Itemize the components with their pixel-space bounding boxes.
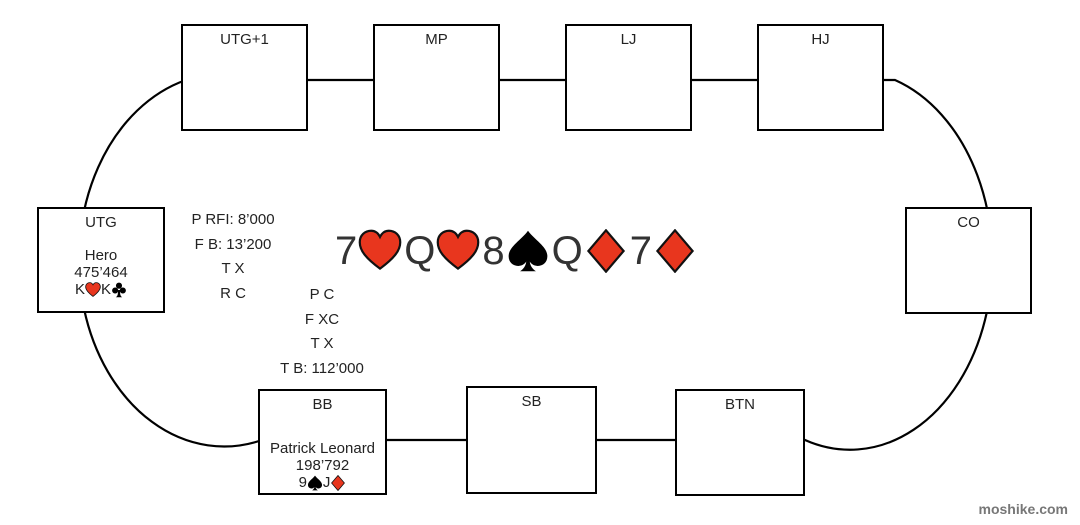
- board-card: 7: [630, 229, 697, 274]
- community-board: 7 Q 8 Q 7: [335, 226, 699, 276]
- seat-position-label: CO: [957, 214, 980, 231]
- card-rank: K: [101, 281, 112, 298]
- action-line: P RFI: 8’000: [191, 211, 275, 228]
- card-rank: J: [322, 474, 331, 491]
- card-rank: 8: [482, 228, 505, 273]
- action-line: T X: [310, 335, 334, 352]
- seat-position-label: SB: [521, 393, 542, 410]
- board-card: Q: [404, 229, 480, 274]
- heart-suit-icon: [358, 229, 402, 270]
- seat-mp: MP: [373, 24, 500, 131]
- seat-position-label: BTN: [725, 396, 755, 413]
- heart-suit-icon: [85, 281, 101, 297]
- player-name: Hero: [84, 247, 118, 264]
- seat-position-label: BB: [312, 396, 333, 413]
- club-suit-icon: [112, 282, 126, 297]
- seat-position-label: LJ: [620, 31, 637, 48]
- seat-sb: SB: [466, 386, 597, 494]
- board-card: Q: [552, 229, 628, 274]
- player-stack: 475’464: [74, 264, 128, 281]
- player-stack: 198’792: [295, 457, 350, 474]
- seat-position-label: UTG: [85, 214, 117, 231]
- seat-lj: LJ: [565, 24, 692, 131]
- card-rank: 7: [629, 228, 652, 273]
- seat-btn: BTN: [675, 389, 805, 496]
- hole-card: 9: [299, 474, 323, 491]
- diamond-suit-icon: [586, 229, 625, 273]
- hole-card: K: [101, 281, 127, 298]
- card-rank: Q: [551, 228, 583, 273]
- diamond-suit-icon: [331, 474, 346, 491]
- card-rank: K: [74, 281, 85, 298]
- player-name: Patrick Leonard: [269, 440, 376, 457]
- card-rank: Q: [404, 228, 436, 273]
- action-line: T X: [221, 260, 245, 277]
- seat-position-label: MP: [425, 31, 448, 48]
- seat-position-label: HJ: [811, 31, 830, 48]
- action-line: R C: [220, 284, 246, 302]
- villain-action-log: P C F XC T X T B: 112’000: [268, 283, 376, 381]
- action-line: P C: [309, 286, 335, 303]
- hero-action-log: P RFI: 8’000 F B: 13’200 T X R C: [183, 208, 283, 306]
- heart-suit-icon: [437, 229, 480, 270]
- hole-card: K: [75, 281, 101, 298]
- seat-co: CO: [905, 207, 1032, 314]
- seat-position-label: UTG+1: [220, 31, 269, 48]
- action-line: F XC: [304, 310, 340, 328]
- board-card: 7: [335, 229, 402, 274]
- action-line: F B: 13’200: [194, 235, 272, 253]
- card-rank: 9: [298, 474, 307, 491]
- seat-utg1: UTG+1: [181, 24, 308, 131]
- diamond-suit-icon: [655, 229, 695, 273]
- spade-suit-icon: [508, 230, 547, 272]
- action-line: T B: 112’000: [280, 359, 364, 377]
- spade-suit-icon: [307, 475, 322, 490]
- watermark: moshike.com: [978, 501, 1068, 517]
- seat-hj: HJ: [757, 24, 884, 131]
- card-rank: 7: [335, 228, 358, 273]
- board-card: 8: [482, 229, 549, 274]
- hole-card: J: [323, 474, 347, 491]
